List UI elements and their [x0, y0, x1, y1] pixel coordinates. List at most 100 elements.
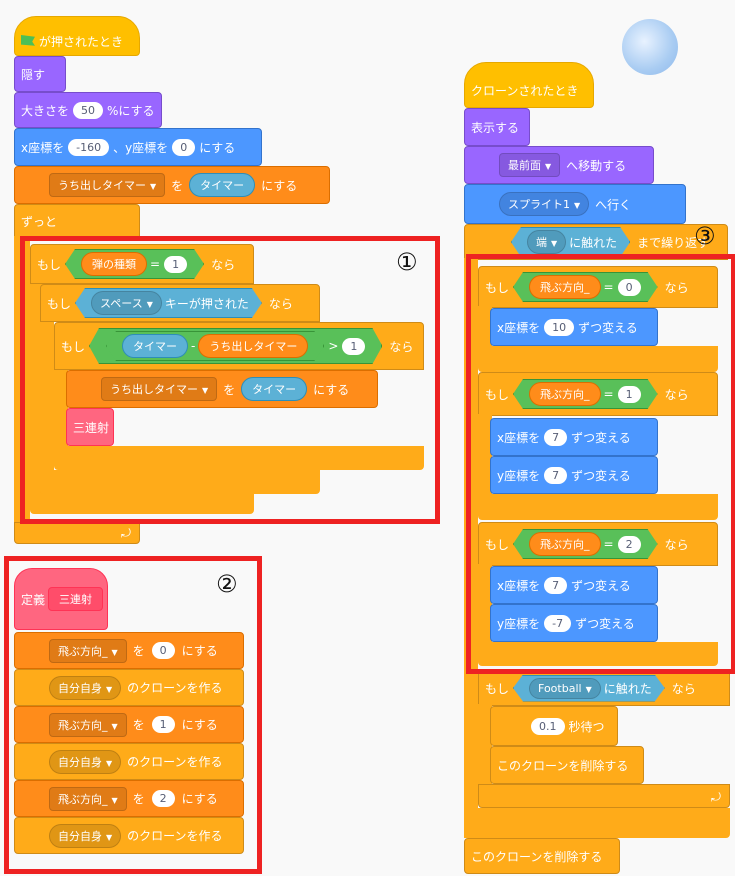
hide-block[interactable]: 隠す [14, 56, 66, 92]
goto-x-label: x座標を [21, 140, 65, 155]
dx-input[interactable]: 10 [544, 318, 575, 336]
touching-sensor[interactable]: Football▼ に触れた [513, 675, 665, 702]
highlight-box-1 [20, 236, 440, 524]
variable-dropdown[interactable]: うち出しタイマー▼ [49, 173, 166, 197]
if-timer-compare-block[interactable]: もし タイマー - うち出しタイマー > 1 なら [54, 322, 424, 370]
set-variable-block[interactable]: うち出しタイマー▼ を タイマー にする [14, 166, 330, 204]
show-block[interactable]: 表示する [464, 108, 530, 146]
direction-reporter[interactable]: 飛ぶ方向_ [529, 532, 601, 556]
create-clone-block[interactable]: 自分自身▼のクローンを作る [14, 817, 244, 854]
compare-value-input[interactable]: 2 [618, 536, 641, 553]
change-y-label: y座標を [497, 468, 541, 483]
goto-xy-block[interactable]: x座標を -160 、y座標を 0 にする [14, 128, 262, 166]
timer-reporter[interactable]: タイマー [241, 377, 308, 401]
variable-dropdown[interactable]: 飛ぶ方向_▼ [49, 638, 127, 663]
if-direction-0-block[interactable]: もし 飛ぶ方向_ = 0 なら [478, 266, 718, 308]
value-input[interactable]: 0 [151, 642, 175, 659]
if-bottom [54, 446, 424, 470]
go-to-layer-block[interactable]: 最前面▼ へ移動する [464, 146, 654, 184]
direction-reporter[interactable]: 飛ぶ方向_ [529, 382, 601, 406]
delete-clone-block[interactable]: このクローンを削除する [464, 838, 620, 874]
touching-edge-sensor[interactable]: 端▼ に触れた [511, 227, 630, 257]
if-direction-1-block[interactable]: もし 飛ぶ方向_ = 1 なら [478, 372, 718, 416]
layer-dropdown[interactable]: 最前面▼ [499, 153, 561, 177]
touch-target-dropdown[interactable]: Football▼ [529, 678, 601, 699]
y-input[interactable]: 0 [172, 138, 196, 156]
if-label: もし [485, 280, 510, 295]
wait-block[interactable]: 0.1 秒待つ [490, 706, 618, 746]
value-input[interactable]: 2 [151, 790, 175, 807]
compare-value-input[interactable]: 1 [618, 386, 641, 403]
when-flag-clicked-hat[interactable]: が押されたとき [14, 16, 140, 56]
sprite-thumbnail[interactable] [622, 19, 678, 75]
change-x-block[interactable]: x座標を 10 ずつ変える [490, 308, 658, 346]
custom-block-name[interactable]: 三連射 [48, 587, 104, 611]
bullet-type-reporter[interactable]: 弾の種類 [81, 252, 147, 276]
equals-operator[interactable]: 飛ぶ方向_ = 2 [513, 529, 658, 559]
forever-label: ずっと [21, 214, 58, 229]
variable-dropdown[interactable]: 飛ぶ方向_▼ [49, 786, 127, 811]
define-block[interactable]: 定義 三連射 [14, 568, 108, 630]
create-clone-block[interactable]: 自分自身▼のクローンを作る [14, 743, 244, 780]
dy-input[interactable]: 7 [544, 466, 568, 484]
equals-operator[interactable]: 飛ぶ方向_ = 1 [513, 379, 658, 409]
when-cloned-hat[interactable]: クローンされたとき [464, 62, 594, 108]
delete-clone-block[interactable]: このクローンを削除する [490, 746, 644, 784]
call-triple-shot-block[interactable]: 三連射 [66, 408, 114, 446]
timer-reporter[interactable]: タイマー [122, 334, 188, 358]
if-touching-football-block[interactable]: もし Football▼ に触れた なら [478, 670, 730, 706]
clone-target-dropdown[interactable]: 自分自身▼ [49, 823, 122, 848]
set-size-block[interactable]: 大きさを 50 %にする [14, 92, 162, 128]
variable-dropdown[interactable]: うち出しタイマー▼ [101, 377, 218, 401]
change-x-block[interactable]: x座標を 7 ずつ変える [490, 566, 658, 604]
greater-than-operator[interactable]: タイマー - うち出しタイマー > 1 [89, 328, 382, 364]
x-input[interactable]: -160 [68, 138, 110, 156]
annotation-3: ③ [694, 222, 716, 250]
key-dropdown[interactable]: スペース▼ [91, 291, 162, 315]
value-input[interactable]: 1 [151, 716, 175, 733]
change-y-block[interactable]: y座標を 7 ずつ変える [490, 456, 658, 494]
if-bottom [40, 470, 320, 494]
equals-operator[interactable]: 飛ぶ方向_ = 0 [513, 272, 658, 302]
threshold-input[interactable]: 1 [342, 338, 365, 355]
create-clone-label: のクローンを作る [127, 681, 223, 695]
set-variable-block[interactable]: うち出しタイマー▼ を タイマー にする [66, 370, 378, 408]
go-to-sprite-block[interactable]: スプライト1▼ へ行く [464, 184, 686, 224]
change-x-label: x座標を [497, 578, 541, 593]
if-bullet-type-block[interactable]: もし 弾の種類 = 1 なら [30, 244, 254, 284]
change-y-block[interactable]: y座標を -7 ずつ変える [490, 604, 658, 642]
change-x-block[interactable]: x座標を 7 ずつ変える [490, 418, 658, 456]
wo-label: を [223, 382, 236, 397]
change-x-label: x座標を [497, 430, 541, 445]
dy-input[interactable]: -7 [544, 614, 572, 632]
size-input[interactable]: 50 [73, 101, 104, 119]
clone-target-dropdown[interactable]: 自分自身▼ [49, 675, 122, 700]
dx-input[interactable]: 7 [544, 428, 568, 446]
hide-label: 隠す [21, 67, 46, 82]
key-pressed-label: キーが押された [164, 296, 249, 311]
compare-value-input[interactable]: 1 [164, 256, 187, 273]
create-clone-block[interactable]: 自分自身▼ のクローンを作る [14, 669, 244, 706]
if-key-pressed-block[interactable]: もし スペース▼ キーが押された なら [40, 284, 320, 322]
direction-reporter[interactable]: 飛ぶ方向_ [529, 275, 601, 299]
equals-operator[interactable]: 弾の種類 = 1 [65, 249, 204, 279]
key-pressed-sensor[interactable]: スペース▼ キーが押された [75, 288, 262, 318]
if-arm [478, 414, 492, 504]
shoot-timer-reporter[interactable]: うち出しタイマー [198, 334, 308, 358]
forever-block[interactable]: ずっと [14, 204, 140, 238]
compare-value-input[interactable]: 0 [618, 279, 641, 296]
timer-reporter[interactable]: タイマー [189, 173, 256, 197]
dx-input[interactable]: 7 [544, 576, 568, 594]
clone-target-dropdown[interactable]: 自分自身▼ [49, 749, 122, 774]
if-bottom [478, 494, 718, 520]
wait-seconds-input[interactable]: 0.1 [531, 717, 565, 735]
if-direction-2-block[interactable]: もし 飛ぶ方向_ = 2 なら [478, 522, 718, 566]
touch-target-dropdown[interactable]: 端▼ [527, 230, 566, 254]
subtract-operator[interactable]: タイマー - うち出しタイマー [106, 331, 324, 361]
goto-target-dropdown[interactable]: スプライト1▼ [499, 192, 590, 216]
clone-target-label: 自分自身 [58, 755, 102, 769]
variable-dropdown[interactable]: 飛ぶ方向_▼ [49, 712, 127, 737]
